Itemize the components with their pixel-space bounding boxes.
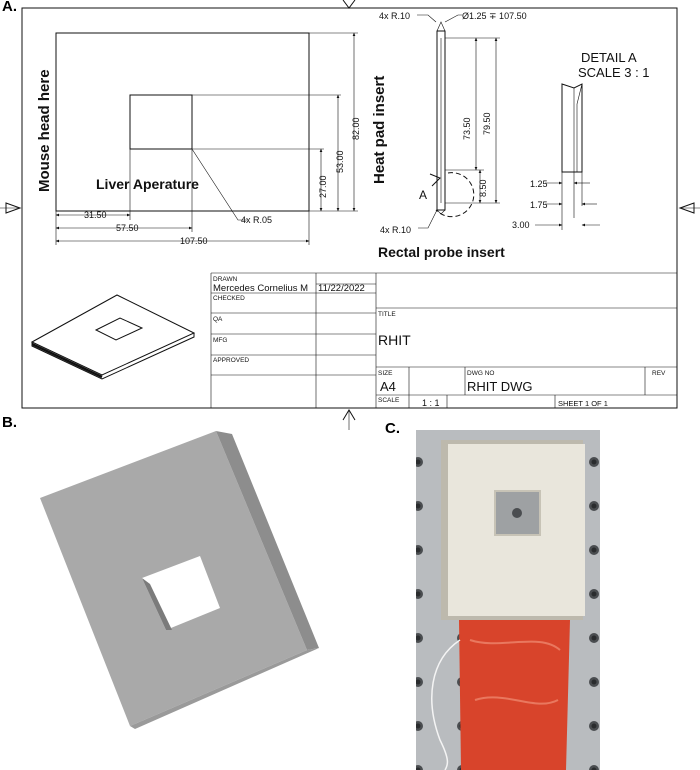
tb-mfg-label: MFG (213, 337, 227, 344)
dim-r10-top: 4x R.10 (379, 11, 410, 21)
leader-hole (444, 14, 462, 23)
heat-pad-label: Heat pad insert (371, 76, 388, 184)
plate-side-view (417, 14, 500, 229)
tb-checked-label: CHECKED (213, 295, 245, 302)
plate-front-view (55, 32, 358, 245)
tb-size-value: A4 (380, 379, 396, 394)
center-mark-top (342, 0, 356, 9)
rendered-plate (40, 431, 319, 729)
tb-title-value: RHIT (378, 332, 411, 348)
leader-r10-top (417, 14, 437, 23)
tb-dwg-no-value: RHIT DWG (467, 379, 532, 394)
leader-r10-bottom (418, 209, 438, 229)
aperture-outline (129, 94, 193, 150)
detail-outline (561, 83, 583, 173)
tb-sheet-value: SHEET 1 OF 1 (558, 399, 608, 408)
dim-1-75: 1.75 (530, 200, 548, 210)
iso-aperture (94, 317, 144, 341)
dim-27-00: 27.00 (318, 175, 328, 198)
tb-scale-label: SCALE (378, 397, 400, 404)
panel-label-c: C. (385, 420, 400, 437)
dim-82-00: 82.00 (351, 117, 361, 140)
plate-edge-face (216, 431, 319, 650)
dim-8-50: 8.50 (478, 179, 488, 197)
tb-rev-label: REV (652, 370, 666, 377)
dim-r10-bottom: 4x R.10 (380, 225, 411, 235)
dim-107-50: 107.50 (180, 236, 208, 246)
rectal-probe-label: Rectal probe insert (378, 244, 505, 260)
dim-1-25: 1.25 (530, 179, 548, 189)
dim-53-00: 53.00 (335, 150, 345, 173)
isometric-preview (30, 294, 196, 380)
tb-drawn-date: 11/22/2022 (318, 283, 365, 294)
detail-a-view (535, 83, 600, 230)
photo-printed-plate (416, 430, 600, 770)
title-block (210, 272, 677, 408)
panel-label-a: A. (2, 0, 17, 15)
tb-dwg-no-label: DWG NO (467, 370, 494, 377)
dim-79-50: 79.50 (482, 112, 492, 135)
plate-outline (55, 32, 310, 212)
dim-57-50: 57.50 (116, 223, 139, 233)
tb-scale-value: 1 : 1 (422, 398, 440, 408)
dim-31-50: 31.50 (84, 210, 107, 220)
tb-title-label: TITLE (378, 311, 396, 318)
heat-pad (459, 620, 570, 770)
tb-size-label: SIZE (378, 370, 393, 377)
detail-arrow (429, 173, 441, 187)
liver-aperture-label: Liver Aperature (96, 176, 199, 192)
dim-3-00: 3.00 (512, 220, 530, 230)
mouse-head-label: Mouse head here (36, 69, 53, 192)
panel-label-b: B. (2, 414, 17, 431)
tb-drawn-label: DRAWN (213, 276, 238, 283)
tb-drawn-name: Mercedes Cornelius M (213, 283, 308, 294)
dim-73-50: 73.50 (462, 117, 472, 140)
detail-circle (435, 172, 475, 218)
probe-wire (431, 639, 461, 770)
dim-r05: 4x R.05 (241, 215, 272, 225)
side-outline (436, 30, 446, 211)
detail-title: DETAIL A (581, 50, 637, 65)
detail-marker-a: A (419, 188, 427, 202)
detail-scale: SCALE 3 : 1 (578, 65, 650, 80)
drawing-sheet (0, 0, 700, 430)
tb-approved-label: APPROVED (213, 357, 249, 364)
dim-hole: Ø1.25 ∓ 107.50 (462, 11, 527, 21)
leader-r05 (191, 148, 247, 221)
tb-qa-label: QA (213, 316, 223, 323)
